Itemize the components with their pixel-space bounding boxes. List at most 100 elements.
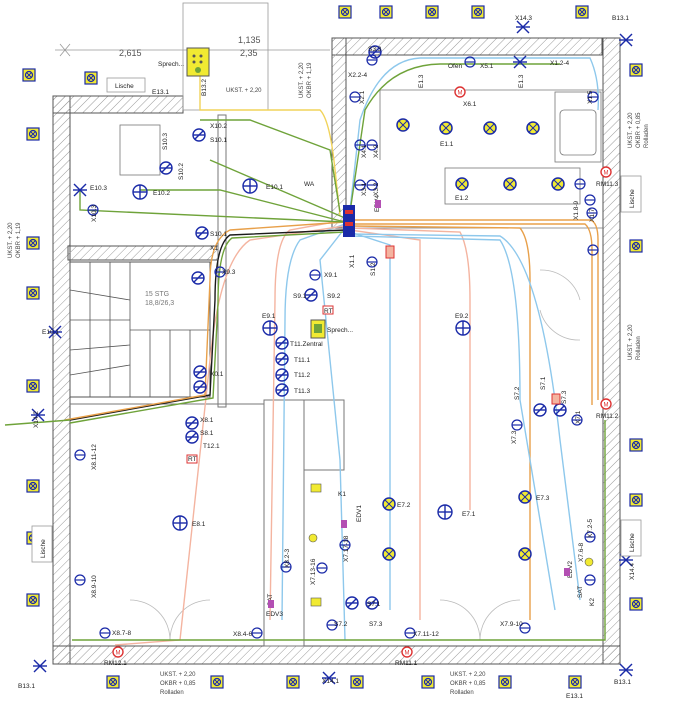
note-bottom-left-1: UKST. + 2,20 (160, 672, 196, 678)
label-x14-3: X14.3 (515, 15, 532, 22)
switch-icon (533, 403, 547, 417)
switch-icon (553, 403, 567, 417)
outlet-icon (511, 419, 523, 431)
label-e1-3-b: E1.3 (518, 74, 525, 88)
label-x7-17-18: X7.17-18 (343, 535, 350, 562)
outlet-icon (584, 574, 596, 586)
label-x4-2: X4.2 (373, 144, 380, 158)
label-b13-2: B13.2 (201, 79, 208, 96)
outside-light-icon (26, 127, 40, 141)
label-e1-3: E1.3 (418, 74, 425, 88)
smoke-detector-icon (112, 646, 124, 658)
note-bottom-left-3: Rolladen (160, 690, 184, 696)
outside-light-icon (629, 438, 643, 452)
outside-light-icon (26, 286, 40, 300)
lische-right-bottom: Lische (629, 533, 636, 552)
label-sat-right: SAT (577, 586, 584, 598)
outside-light-icon (84, 71, 98, 85)
switch-icon (193, 380, 207, 394)
outside-light-icon (575, 5, 589, 19)
label-t11-3: T11.3 (294, 388, 311, 395)
label-x14-1: X14.1 (322, 678, 339, 685)
label-e7-3: E7.3 (536, 495, 550, 502)
note-top-vertical-2: OKBR + 1,19 (307, 62, 313, 98)
label-x8-7-8: X8.7-8 (112, 630, 132, 637)
outlet-icon (74, 574, 86, 586)
outside-light-icon (286, 675, 300, 689)
label-x7-6-8: X7.6-8 (578, 542, 585, 562)
lamp-icon (551, 177, 565, 191)
label-x3-2: X3.2 (373, 182, 380, 196)
smoke-detector-icon (600, 166, 612, 178)
label-x3-1: X3.1 (361, 182, 368, 196)
label-s10-1: S10.1 (210, 137, 227, 144)
label-s7-1: S7.1 (540, 376, 547, 390)
lamp-icon (396, 118, 410, 132)
outside-light-icon (498, 675, 512, 689)
label-s10-1-b: S10.1 (210, 231, 227, 238)
ceiling-outlet-icon (455, 320, 471, 336)
label-s9-1: S9.1 (293, 293, 307, 300)
label-s7-3-b: S7.3 (369, 621, 383, 628)
label-x2-2-4: X2.2-4 (348, 72, 368, 79)
intercom-mid (310, 319, 326, 339)
smoke-detector-icon (600, 398, 612, 410)
switch-icon (192, 128, 206, 142)
note-top-vertical: UKST. + 2,20 (299, 62, 305, 98)
component-labels: B13.1 B13.1 B13.1 B13.2 E13.1 E13.1 X14.… (18, 15, 636, 700)
outlet-icon (74, 449, 86, 461)
switch-icon (195, 226, 209, 240)
outside-light-icon (568, 675, 582, 689)
lamp-icon (503, 177, 517, 191)
label-x1-5: X1.5 (587, 90, 594, 104)
label-x10-3: X10.3 (91, 205, 98, 222)
ceiling-lamps (382, 118, 565, 561)
label-e13-1-bottom: E13.1 (566, 693, 583, 700)
note-right-mid-2: Rolladen (636, 336, 642, 360)
stairs-label-1: 15 STG (145, 291, 169, 298)
outside-light-icon (379, 5, 393, 19)
label-e10-1: E10.1 (266, 184, 283, 191)
label-s3-3: S3.3 (368, 46, 382, 53)
label-edv1: EDV1 (356, 505, 363, 522)
label-x0-1: X0.1 (210, 371, 224, 378)
lamp-icon (455, 177, 469, 191)
label-x9-1: X9.1 (324, 272, 338, 279)
label-e1-2: E1.2 (455, 195, 469, 202)
staircase: 15 STG 18,8/26,3 (69, 261, 211, 398)
label-sat-left: SAT (267, 594, 274, 606)
room-notes: UKST. + 2,20 UKST. + 2,20 OKBR + 1,19 UK… (8, 62, 650, 696)
label-edv2: EDV2 (567, 561, 574, 578)
label-x5-1: X5.1 (480, 63, 494, 70)
label-b13-1-top: B13.1 (612, 15, 629, 22)
label-s1-2: S1.2 (370, 262, 377, 276)
label-s7-1-b: S7.1 (367, 601, 381, 608)
lamp-icon (439, 121, 453, 135)
outside-light-icon (629, 239, 643, 253)
label-rm12-1: RM12.1 (104, 660, 127, 667)
note-right-top: UKST. + 2,20 (628, 112, 634, 148)
label-e10-1-wall: E10.1 (42, 329, 59, 336)
outside-light-icon (210, 675, 224, 689)
note-left-vertical-2: OKBR + 1,19 (16, 222, 22, 258)
label-rm11-1: RM11.1 (395, 660, 418, 667)
switch-icon (345, 596, 359, 610)
outlet-icon (587, 244, 599, 256)
ceiling-outlet-icon (242, 178, 258, 194)
label-e9-2: E9.2 (455, 313, 469, 320)
fixture-labels: Lische Lische Lische Lische Sprech... Sp… (31, 61, 642, 563)
smoke-detector-icon (401, 646, 413, 658)
outlet-icon (99, 627, 111, 639)
lamp-icon (382, 547, 396, 561)
walls (52, 2, 621, 665)
label-x14-4: X14.4 (629, 563, 636, 580)
label-x7-1: X7.1 (575, 410, 582, 424)
switch-icon (159, 161, 173, 175)
label-x10-1: X1 (210, 245, 218, 252)
label-s7-3: S7.3 (561, 390, 568, 404)
stairs-label-2: 18,8/26,3 (145, 300, 174, 307)
label-x4-1: X4.1 (361, 144, 368, 158)
label-x7-3: X7.3 (511, 430, 518, 444)
label-x2-1: X2.1 (359, 90, 366, 104)
note-bottom-right-3: Rolladen (450, 690, 474, 696)
